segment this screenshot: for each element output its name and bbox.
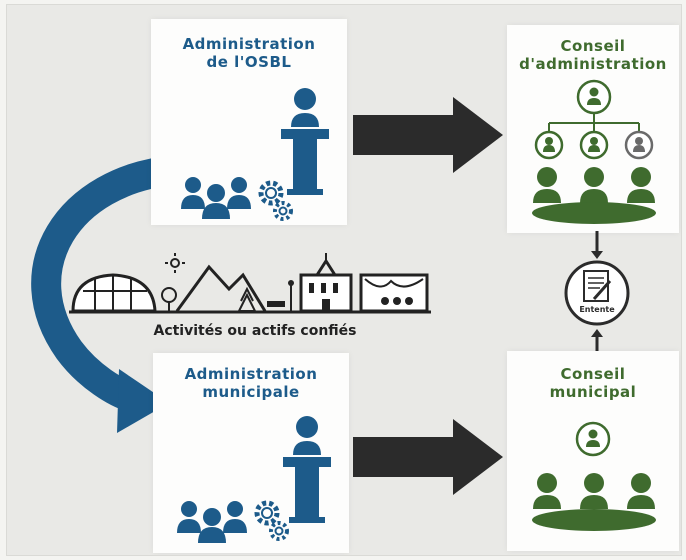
panel-board: Conseil d'administration — [507, 25, 679, 233]
council-table-icon — [532, 473, 656, 531]
panel-osbl-admin: Administration de l'OSBL — [151, 19, 347, 225]
panel-municipal-admin: Administration municipale — [153, 353, 349, 553]
team-icon — [181, 177, 251, 219]
board-table-icon — [532, 167, 656, 224]
agreement-document-icon — [564, 260, 630, 326]
gears-icon — [254, 500, 289, 541]
speaker-podium-icon — [283, 416, 331, 523]
gears-icon — [258, 180, 293, 221]
org-chart-icon — [534, 79, 654, 160]
council-title-line2: municipal — [549, 383, 637, 401]
osbl-admin-title: Administration de l'OSBL — [151, 35, 347, 71]
council-title-line1: Conseil — [560, 365, 626, 383]
panel-council: Conseil municipal — [507, 351, 679, 551]
municipal-admin-title-line1: Administration — [184, 365, 318, 383]
board-title: Conseil d'administration — [507, 37, 679, 73]
council-member-icon — [575, 421, 611, 457]
arrow-municipal-to-council — [353, 419, 503, 495]
curved-arrow — [31, 155, 177, 433]
osbl-admin-title-line2: de l'OSBL — [206, 53, 292, 71]
municipal-admin-title-line2: municipale — [202, 383, 300, 401]
arrow-osbl-to-board — [353, 97, 503, 173]
board-title-line1: Conseil — [560, 37, 626, 55]
council-title: Conseil municipal — [507, 365, 679, 401]
board-council-connector — [591, 231, 603, 359]
assets-caption: Activités ou actifs confiés — [153, 323, 357, 339]
team-icon — [177, 501, 247, 543]
municipal-admin-title: Administration municipale — [153, 365, 349, 401]
board-title-line2: d'administration — [519, 55, 667, 73]
agreement-label: Entente — [579, 305, 615, 314]
diagram-frame: Administration de l'OSBL — [6, 4, 682, 556]
speaker-podium-icon — [281, 88, 329, 195]
osbl-admin-title-line1: Administration — [182, 35, 316, 53]
assets-landscape-icon — [69, 253, 431, 314]
